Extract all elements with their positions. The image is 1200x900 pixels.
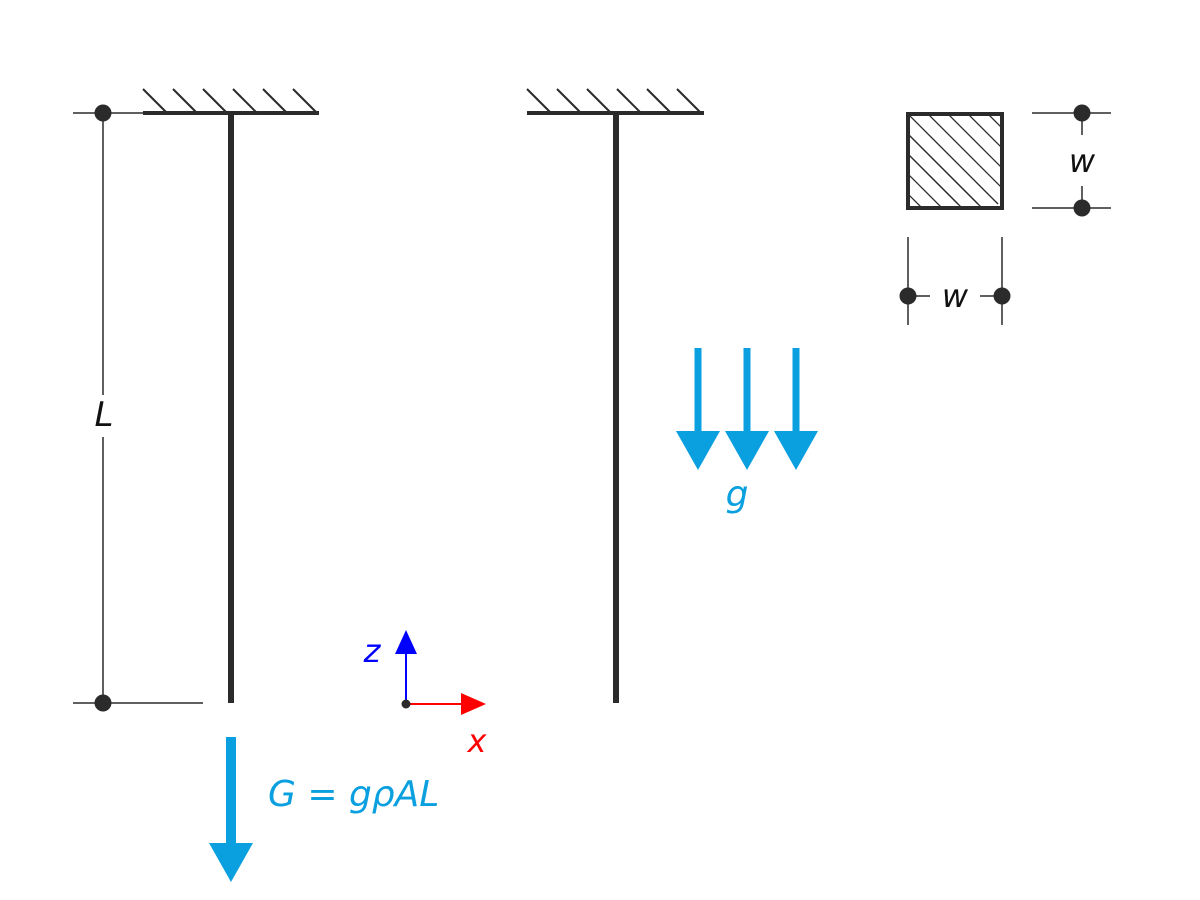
- gravity-arrows: [676, 348, 818, 470]
- z-axis-arrowhead-icon: [395, 630, 417, 654]
- section-height-label: w: [1069, 142, 1096, 180]
- section-dim-dot: [1073, 104, 1091, 122]
- square-section-icon: [906, 112, 1004, 210]
- gravity-arrow-2: [725, 348, 769, 470]
- weight-arrow: [209, 737, 253, 882]
- down-arrow-icon: [725, 431, 769, 470]
- down-arrow-icon: [676, 431, 720, 470]
- x-axis-arrowhead-icon: [461, 693, 486, 715]
- gravity-label: g: [726, 474, 749, 515]
- right-fixed-support: [526, 88, 704, 115]
- cross-section-group: w w: [899, 104, 1111, 325]
- gravity-arrow-1: [676, 348, 720, 470]
- section-dim-dot: [1073, 199, 1091, 217]
- dimension-dot-top: [94, 104, 112, 122]
- x-axis-label: x: [467, 722, 488, 760]
- length-dimension: L: [73, 104, 203, 712]
- down-arrow-icon: [209, 843, 253, 882]
- right-beam-group: g: [526, 88, 818, 703]
- weight-formula-label: G = gρAL: [268, 774, 439, 815]
- left-fixed-support: [142, 88, 319, 115]
- section-dim-dot: [993, 287, 1011, 305]
- section-width-label: w: [942, 277, 969, 315]
- section-dim-dot: [899, 287, 917, 305]
- down-arrow-icon: [774, 431, 818, 470]
- left-beam-group: L G = gρAL: [73, 88, 439, 882]
- gravity-arrow-3: [774, 348, 818, 470]
- axis-origin: [401, 699, 411, 709]
- coordinate-axes: z x: [363, 630, 488, 760]
- dimension-dot-bottom: [94, 694, 112, 712]
- length-label: L: [95, 395, 114, 435]
- z-axis-label: z: [363, 632, 382, 670]
